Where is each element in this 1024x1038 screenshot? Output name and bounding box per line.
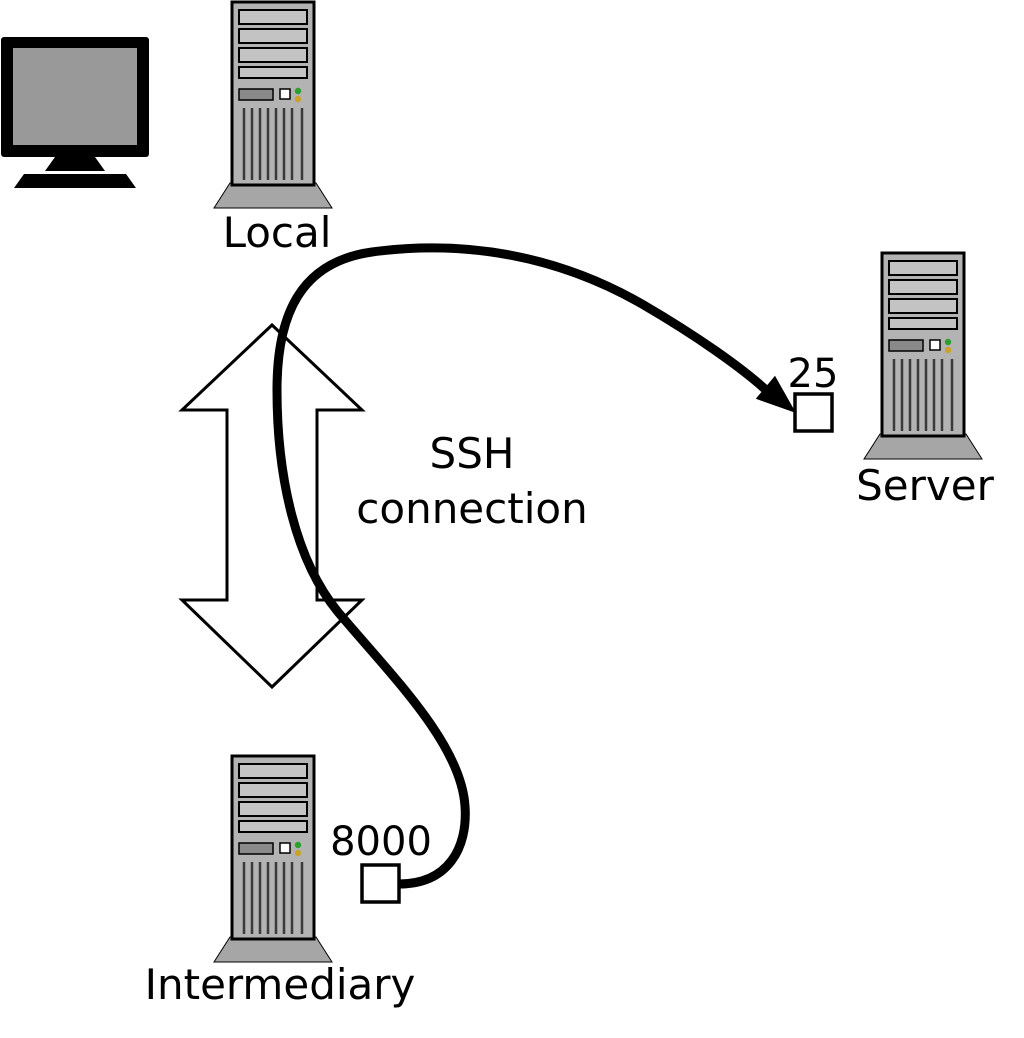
ssh-connection-label: SSH connection	[356, 429, 587, 533]
intermediary-port-box	[360, 863, 401, 904]
tunnel-arrowhead-icon	[755, 375, 796, 413]
ssh-connection-label-line1: SSH	[430, 429, 515, 478]
monitor-icon	[1, 37, 149, 188]
server-port-box	[793, 392, 834, 433]
local-label: Local	[223, 208, 332, 257]
monitor-stand	[45, 157, 105, 171]
intermediary-port-label: 8000	[330, 819, 432, 865]
intermediary-label: Intermediary	[145, 960, 416, 1009]
ssh-tunnel-curve	[272, 243, 771, 889]
ssh-connection-label-line2: connection	[356, 484, 587, 533]
server-label: Server	[856, 461, 994, 510]
local-computer-icon	[212, 0, 334, 210]
monitor-base	[14, 174, 136, 188]
intermediary-computer-icon	[212, 754, 334, 964]
server-port-label: 25	[788, 351, 839, 397]
server-computer-icon	[862, 251, 984, 461]
double-arrow-icon	[178, 322, 366, 690]
monitor-screen	[13, 48, 137, 145]
